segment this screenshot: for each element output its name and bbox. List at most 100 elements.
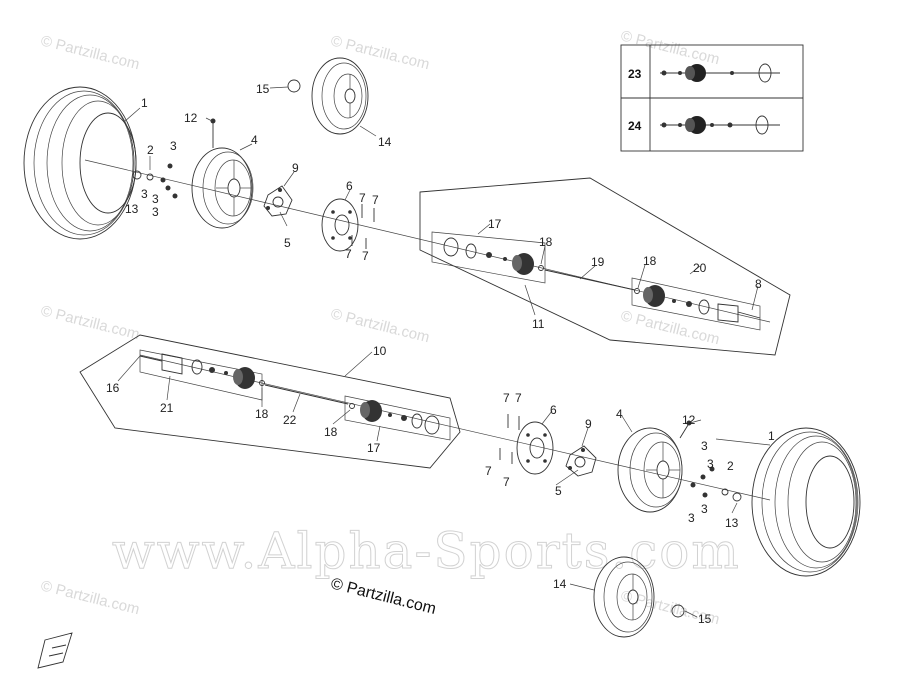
callout-number: 15 — [698, 612, 712, 626]
callout-number: 3 — [688, 511, 695, 525]
callout-number: 7 — [503, 391, 510, 405]
callout-number: 15 — [256, 82, 270, 96]
watermark-tile: © Partzilla.com — [39, 302, 141, 343]
watermark-tile: © Partzilla.com — [329, 305, 431, 346]
callout-number: 9 — [585, 417, 592, 431]
valve-stem-icon — [210, 118, 216, 148]
alpha-sports-watermark: www.Alpha-Sports.com — [112, 522, 741, 580]
callout-number: 7 — [362, 249, 369, 263]
watermark-tile: © Partzilla.com — [329, 32, 431, 73]
bottom-driveshaft-outline — [79, 334, 461, 469]
hub-nut-icon — [132, 170, 142, 180]
legend-row-number: 24 — [628, 119, 642, 133]
lug-nut-icon — [172, 193, 178, 199]
lug-nut-icon — [702, 492, 708, 498]
callout-number: 3 — [701, 439, 708, 453]
callout-number: 18 — [255, 407, 269, 421]
callout-number: 17 — [367, 441, 381, 455]
callout-labels: 1 2 3 3 3 3 4 5 6 7 7 7 7 8 9 11 12 13 1… — [106, 82, 775, 626]
callout-number: 11 — [532, 317, 545, 331]
callout-number: 18 — [539, 235, 553, 249]
brake-disc-icon — [321, 198, 359, 252]
callout-number: 7 — [359, 191, 366, 205]
callout-number: 13 — [125, 202, 139, 216]
callout-number: 2 — [147, 143, 154, 157]
callout-number: 13 — [725, 516, 739, 530]
callout-number: 5 — [555, 484, 562, 498]
lug-nut-icon — [160, 177, 166, 183]
callout-number: 3 — [152, 192, 159, 206]
cv-joint-assembly-icon — [660, 115, 780, 135]
callout-number: 3 — [141, 187, 148, 201]
corner-logo-icon — [37, 632, 73, 669]
hub-cap-icon — [671, 604, 685, 618]
wheel-rim-icon — [617, 427, 683, 513]
cv-joint-box — [631, 277, 761, 331]
leader-lines — [117, 86, 771, 618]
cv-joint-assembly-icon — [660, 63, 780, 83]
callout-number: 3 — [152, 205, 159, 219]
watermark-tile: © Partzilla.com — [39, 577, 141, 618]
callout-number: 3 — [701, 502, 708, 516]
callout-number: 8 — [755, 277, 762, 291]
bolt-icon — [499, 414, 520, 464]
callout-number: 19 — [591, 255, 605, 269]
callout-number: 5 — [284, 236, 291, 250]
cv-joint-box — [431, 231, 546, 284]
lug-nut-icon — [167, 163, 173, 169]
bolt-icon — [351, 204, 375, 249]
spare-rim-icon — [593, 556, 655, 638]
callout-number: 7 — [345, 247, 352, 261]
cv-joint-17-icon — [443, 237, 534, 275]
tire-icon — [751, 427, 861, 577]
callout-number: 7 — [372, 193, 379, 207]
callout-number: 12 — [682, 413, 696, 427]
hub-nut-icon — [732, 492, 742, 502]
legend-row-number: 23 — [628, 67, 642, 81]
axle-shaft-icon — [264, 384, 349, 405]
wheel-hub-icon — [565, 445, 597, 477]
washer-icon — [146, 173, 154, 181]
callout-number: 14 — [378, 135, 392, 149]
circlip-icon — [538, 265, 544, 271]
callout-number: 16 — [106, 381, 120, 395]
callout-number: 7 — [503, 475, 510, 489]
washer-icon — [721, 488, 729, 496]
callout-number: 17 — [488, 217, 502, 231]
callout-number: 20 — [693, 261, 707, 275]
callout-number: 3 — [707, 457, 714, 471]
watermark-tile: © Partzilla.com — [619, 27, 721, 68]
watermark-tile: © Partzilla.com — [39, 32, 141, 73]
cv-joint-21-icon — [139, 353, 265, 389]
legend-box: 23 24 — [620, 44, 804, 152]
hub-cap-icon — [287, 79, 301, 93]
lug-nut-icon — [709, 466, 715, 472]
callout-number: 7 — [485, 464, 492, 478]
callout-number: 10 — [373, 344, 387, 358]
lug-nut-icon — [690, 482, 696, 488]
callout-number: 9 — [292, 161, 299, 175]
callout-number: 1 — [141, 96, 148, 110]
cv-joint-20-icon — [634, 285, 761, 323]
callout-number: 14 — [553, 577, 567, 591]
wheel-hub-icon — [263, 185, 293, 217]
cv-joint-17-icon — [349, 400, 440, 435]
tire-icon — [23, 86, 137, 240]
callout-number: 6 — [346, 179, 353, 193]
lug-nut-icon — [700, 474, 706, 480]
valve-stem-icon — [679, 420, 692, 439]
top-axle-axis — [84, 159, 771, 323]
axle-shaft-icon — [544, 269, 636, 291]
lug-nut-icon — [165, 185, 171, 191]
callout-number: 2 — [727, 459, 734, 473]
cv-joint-box — [344, 395, 451, 441]
callout-number: 21 — [160, 401, 174, 415]
partzilla-credit: © Partzilla.com — [329, 575, 438, 618]
callout-number: 4 — [251, 133, 258, 147]
callout-number: 18 — [643, 254, 657, 268]
spare-rim-icon — [311, 57, 369, 135]
top-driveshaft-outline — [419, 177, 791, 356]
callout-number: 1 — [768, 429, 775, 443]
callout-number: 18 — [324, 425, 338, 439]
